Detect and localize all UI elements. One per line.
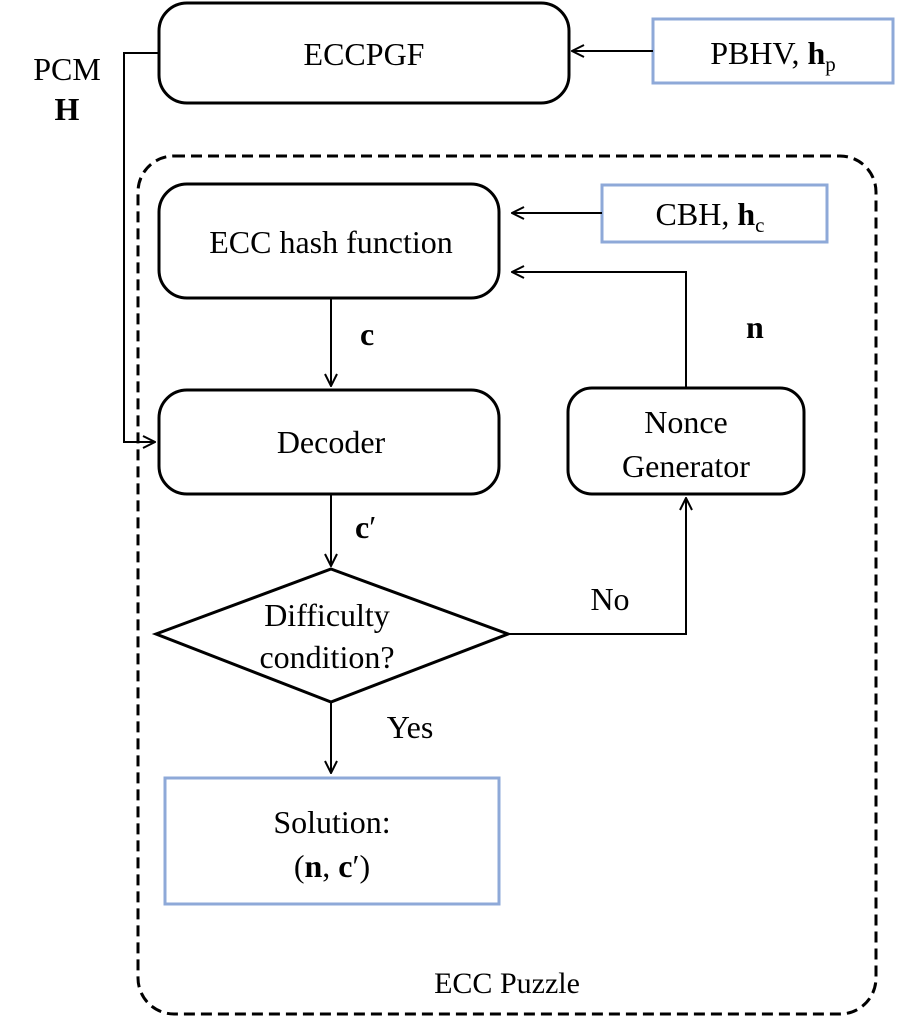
pbhv-subscript: p	[825, 52, 836, 76]
solution-box: Solution: (n, c′)	[163, 776, 501, 906]
eccpgf-label: ECCPGF	[304, 36, 425, 72]
arrow-nonce-to-hash	[512, 272, 687, 388]
ecc-puzzle-container: ECC Puzzle	[136, 154, 878, 1016]
hash-function-label: ECC hash function	[209, 224, 453, 260]
solution-line1: Solution:	[273, 804, 390, 840]
nonce-generator-line1: Nonce	[644, 404, 728, 440]
nonce-generator-line2: Generator	[622, 448, 750, 484]
ecc-puzzle-label: ECC Puzzle	[434, 967, 580, 1000]
pbhv-label-text: PBHV, hp	[710, 35, 836, 76]
cbh-subscript: c	[755, 213, 764, 237]
pcm-symbol: H	[55, 91, 80, 127]
decoded-prime: ′	[369, 509, 376, 545]
solution-line2: (n, c′)	[294, 848, 370, 884]
eccpgf-box: ECCPGF	[157, 1, 571, 105]
pcm-label: PCM	[33, 51, 101, 87]
difficulty-line2: condition?	[259, 639, 394, 675]
arrow-no-to-nonce-generator	[508, 498, 686, 635]
decoded-label: c′	[355, 509, 376, 545]
hash-function-box: ECC hash function	[157, 182, 501, 300]
solution-close: )	[360, 848, 371, 884]
codeword-label: c	[360, 316, 374, 352]
pbhv-symbol: h	[807, 35, 825, 71]
decoder-box: Decoder	[157, 388, 501, 496]
solution-prime: ′	[353, 848, 360, 884]
cbh-symbol: h	[737, 196, 755, 232]
difficulty-decision: Difficulty condition?	[151, 567, 513, 704]
pcm-label-group: PCM H	[33, 51, 101, 127]
solution-open: (	[294, 848, 305, 884]
decoded-symbol: c	[355, 509, 369, 545]
nonce-label: n	[746, 309, 764, 345]
cbh-label: CBH,	[656, 196, 738, 232]
nonce-generator-box: Nonce Generator	[566, 386, 806, 496]
cbh-label-text: CBH, hc	[656, 196, 765, 237]
solution-sep: ,	[322, 848, 338, 884]
pbhv-box: PBHV, hp	[651, 17, 895, 85]
difficulty-line1: Difficulty	[264, 597, 390, 633]
decoder-label: Decoder	[277, 424, 386, 460]
cbh-box: CBH, hc	[600, 183, 829, 244]
arrow-pcm-to-decoder	[123, 52, 159, 442]
branch-no-label: No	[590, 581, 629, 617]
pbhv-label: PBHV,	[710, 35, 807, 71]
branch-yes-label: Yes	[387, 709, 434, 745]
solution-c: c	[338, 848, 352, 884]
solution-n: n	[305, 848, 323, 884]
